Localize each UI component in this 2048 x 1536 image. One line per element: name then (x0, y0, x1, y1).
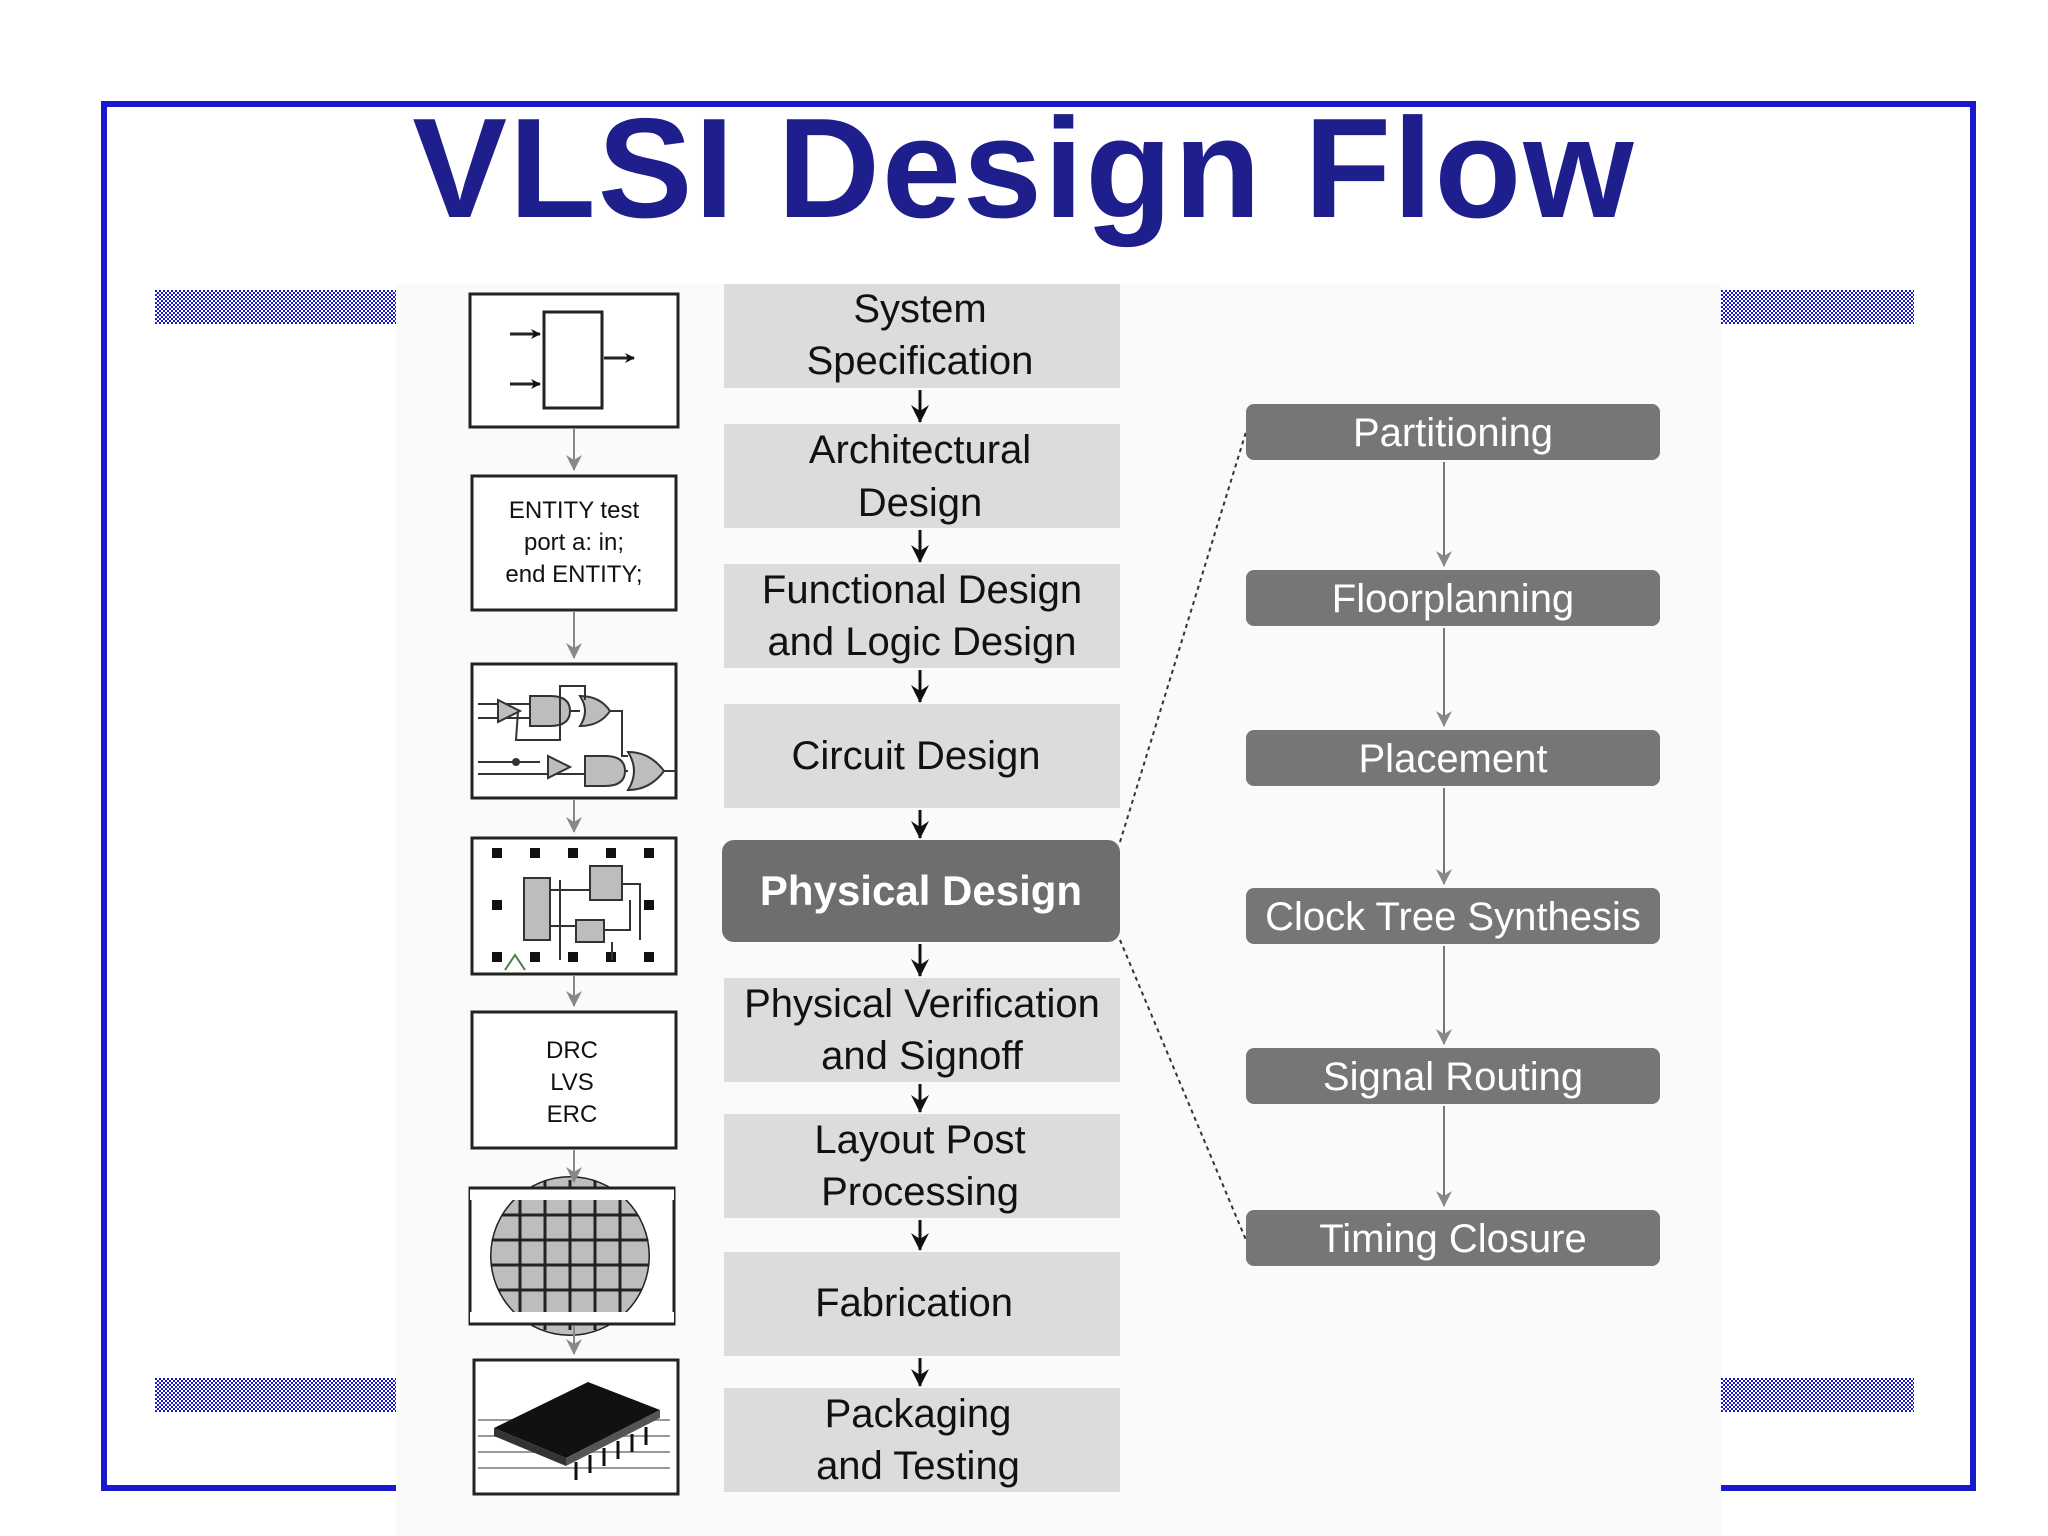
main-step-label: Layout Post (814, 1118, 1025, 1162)
sub-step-label: Placement (1359, 737, 1548, 781)
layout-icon (470, 836, 678, 976)
main-step-label: Functional Design (762, 568, 1082, 612)
main-step-label: and Signoff (821, 1034, 1024, 1078)
sub-step-placement: Placement (1246, 730, 1660, 786)
expansion-connectors (1119, 431, 1247, 1241)
logic-gates-icon (470, 662, 678, 800)
main-step-label: Architectural (809, 428, 1031, 472)
vlsi-flow-diagram: ENTITY test port a: in; end ENTITY; (468, 284, 1660, 1496)
verification-checks-icon: DRC LVS ERC (470, 1010, 678, 1150)
hdl-line-1: ENTITY test (509, 497, 640, 524)
sub-step-partitioning: Partitioning (1246, 404, 1660, 460)
sub-step-clock-tree-synthesis: Clock Tree Synthesis (1246, 888, 1660, 944)
main-step-physical-design: Physical Design (722, 840, 1120, 942)
decor-bar-top-right (1721, 290, 1914, 324)
main-step-label: and Logic Design (767, 620, 1076, 664)
sub-step-label: Partitioning (1353, 411, 1553, 455)
main-step-packaging-testing: Packaging and Testing (724, 1388, 1120, 1492)
main-step-label: Design (858, 481, 983, 525)
main-step-label: Specification (807, 339, 1034, 383)
chip-package-icon (472, 1358, 680, 1496)
sub-step-label: Floorplanning (1332, 577, 1574, 621)
wafer-icon (468, 1176, 676, 1336)
main-step-functional-logic-design: Functional Design and Logic Design (724, 564, 1120, 668)
check-erc: ERC (547, 1101, 598, 1128)
sub-step-label: Timing Closure (1319, 1217, 1586, 1261)
hdl-line-3: end ENTITY; (505, 561, 642, 588)
main-step-architectural-design: Architectural Design (724, 424, 1120, 528)
check-lvs: LVS (550, 1069, 594, 1096)
sub-step-label: Signal Routing (1323, 1055, 1583, 1099)
main-step-label: Processing (821, 1170, 1019, 1214)
block-diagram-icon (468, 292, 680, 429)
check-drc: DRC (546, 1037, 598, 1064)
main-step-label: Packaging (825, 1392, 1012, 1436)
hdl-line-2: port a: in; (524, 529, 624, 556)
main-step-fabrication: Fabrication (724, 1252, 1120, 1356)
sub-step-floorplanning: Floorplanning (1246, 570, 1660, 626)
hdl-code-icon: ENTITY test port a: in; end ENTITY; (470, 474, 678, 612)
main-step-label: Circuit Design (792, 734, 1041, 778)
main-step-label-highlighted: Physical Design (760, 867, 1082, 914)
decor-bar-bottom-left (155, 1378, 396, 1412)
main-step-label: Fabrication (815, 1281, 1013, 1325)
decor-bar-top-left (155, 290, 396, 324)
main-step-label: System (853, 287, 986, 331)
main-step-system-specification: System Specification (724, 284, 1120, 388)
main-step-physical-verification: Physical Verification and Signoff (724, 978, 1120, 1082)
decor-bar-bottom-right (1721, 1378, 1914, 1412)
page-title: VLSI Design Flow (412, 89, 1636, 248)
sub-step-signal-routing: Signal Routing (1246, 1048, 1660, 1104)
main-step-label: Physical Verification (744, 982, 1100, 1026)
main-step-circuit-design: Circuit Design (724, 704, 1120, 808)
main-step-layout-post-processing: Layout Post Processing (724, 1114, 1120, 1218)
main-step-label: and Testing (816, 1444, 1020, 1488)
sub-step-timing-closure: Timing Closure (1246, 1210, 1660, 1266)
sub-step-label: Clock Tree Synthesis (1265, 895, 1641, 939)
